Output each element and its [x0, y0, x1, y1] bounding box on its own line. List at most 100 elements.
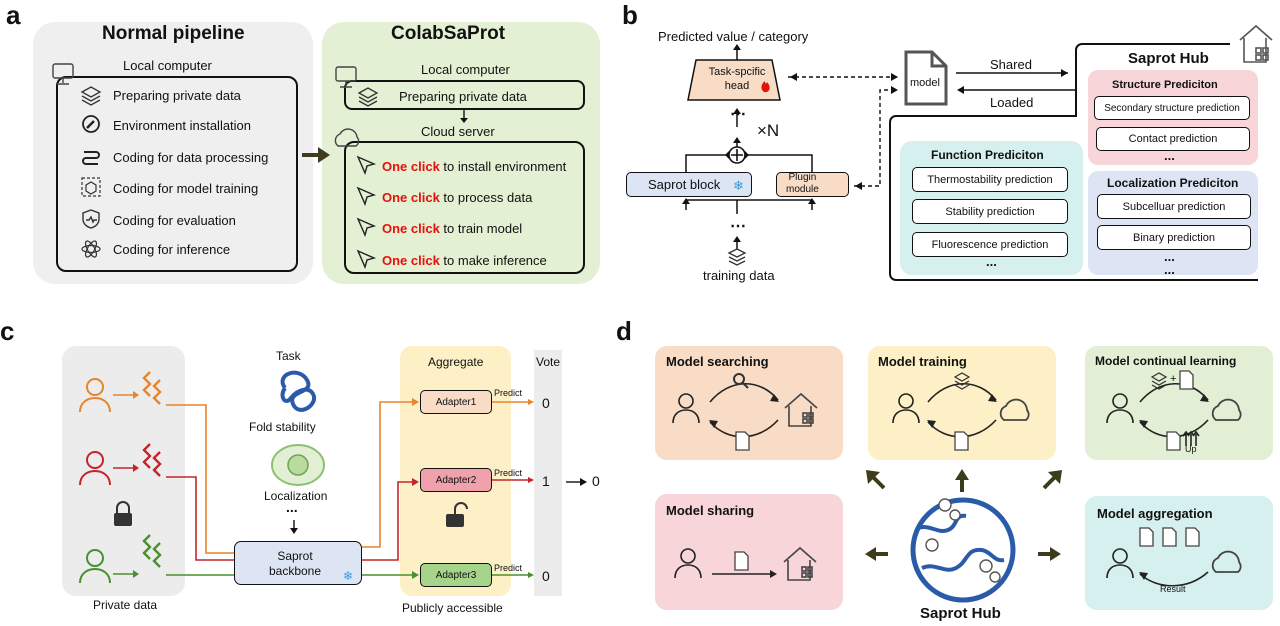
panel-label-b: b [622, 0, 638, 30]
normal-item: Coding for inference [113, 242, 231, 257]
hub-outline [889, 43, 1258, 281]
lock-icon [114, 501, 132, 526]
vote-panel [534, 350, 562, 596]
panel-label-d: d [616, 316, 632, 346]
hub-more: ... [1164, 262, 1175, 277]
one-click-label: One click [382, 253, 440, 268]
normal-pipeline-title: Normal pipeline [102, 23, 245, 44]
colab-cloud-box [344, 141, 585, 274]
panel-label-a: a [6, 0, 21, 30]
cursor-icon [356, 249, 377, 270]
cloud-icon [999, 398, 1030, 421]
predict-label: Predict [494, 388, 523, 398]
cursor-icon [356, 155, 377, 176]
structure-more: ... [1164, 148, 1175, 163]
private-data-label: Private data [93, 598, 158, 612]
model-aggregation-title: Model aggregation [1097, 506, 1213, 521]
colab-local-box [344, 80, 585, 110]
colab-action: to process data [439, 190, 533, 205]
document-icon [1139, 527, 1154, 547]
function-item: Thermostability prediction [912, 167, 1068, 192]
vote-value: 1 [542, 473, 550, 489]
protein-fold-icon [280, 370, 317, 412]
cloud-icon [1211, 550, 1242, 573]
colab-action-row: One click to train model [382, 221, 522, 236]
monitor-icon [52, 63, 74, 85]
fold-stability-label: Fold stability [249, 420, 316, 434]
function-more: ... [986, 254, 997, 269]
layers-icon [80, 86, 102, 106]
colab-action: to make inference [439, 253, 547, 268]
cursor-icon [356, 186, 377, 207]
localization-item: Binary prediction [1097, 225, 1251, 250]
function-item: Fluorescence prediction [912, 232, 1068, 257]
colab-local-item: Preparing private data [399, 89, 527, 104]
layers-icon [1150, 372, 1168, 390]
person-icon [79, 549, 111, 584]
house-icon [784, 392, 818, 427]
atom-icon [81, 240, 101, 258]
colab-cloud-label: Cloud server [421, 124, 495, 139]
task-more: ... [286, 499, 298, 515]
one-click-label: One click [382, 159, 440, 174]
function-item: Stability prediction [912, 199, 1068, 224]
document-icon [1185, 527, 1200, 547]
aggregate-label: Aggregate [428, 355, 484, 369]
colab-title: ColabSaProt [391, 23, 506, 44]
function-title: Function Prediciton [931, 148, 1044, 162]
colab-panel [322, 22, 600, 284]
model-sharing-card [655, 494, 843, 610]
predicted-label: Predicted value / category [658, 29, 809, 44]
plus-label: + [1170, 373, 1177, 385]
document-icon [1166, 431, 1181, 451]
document-icon [1179, 370, 1194, 390]
saprot-backbone-box [234, 541, 362, 585]
structure-item: Contact prediction [1096, 127, 1250, 151]
publicly-accessible-label: Publicly accessible [402, 601, 503, 615]
normal-local-label: Local computer [123, 58, 212, 73]
cursor-icon [356, 217, 377, 238]
monitor-icon [335, 66, 357, 88]
colab-action: to train model [439, 221, 523, 236]
snowflake-icon: ❄ [343, 569, 354, 583]
adapter-2: Adapter2 [420, 468, 492, 492]
normal-item: Coding for data processing [113, 150, 269, 165]
colab-action: to install environment [439, 159, 567, 174]
localization-title: Localization Prediciton [1107, 176, 1239, 190]
snowflake-icon: ❄ [733, 178, 744, 193]
saprot-block-label: Saprot block [648, 177, 721, 192]
saprot-block-box [626, 172, 752, 197]
localization-label: Localization [264, 489, 328, 503]
document-icon [1162, 527, 1177, 547]
hub-title: Saprot Hub [1128, 50, 1209, 67]
normal-item: Environment installation [113, 118, 252, 133]
person-icon [79, 378, 111, 413]
colab-action-row: One click to install environment [382, 159, 566, 174]
saprot-hub-globe-icon [910, 497, 1016, 603]
house-icon [1239, 24, 1273, 63]
document-icon [734, 551, 749, 571]
flame-icon [761, 81, 770, 92]
model-training-title: Model training [878, 354, 967, 369]
sequence-icon [142, 443, 162, 477]
up-label: Up [1185, 444, 1197, 454]
shield-icon [82, 209, 100, 229]
saprot-hub-label: Saprot Hub [920, 605, 1001, 622]
predict-label: Predict [494, 468, 523, 478]
model-training-icon [81, 177, 101, 197]
normal-item: Preparing private data [113, 88, 241, 103]
adapter-3: Adapter3 [420, 563, 492, 587]
training-data-label: training data [703, 268, 775, 283]
search-icon [733, 373, 749, 389]
model-searching-title: Model searching [666, 354, 769, 369]
unlock-icon [446, 502, 468, 527]
shared-label: Shared [990, 57, 1032, 72]
panel-label-c: c [0, 316, 15, 346]
normal-item: Coding for model training [113, 181, 259, 196]
structure-title: Structure Prediciton [1112, 79, 1218, 91]
